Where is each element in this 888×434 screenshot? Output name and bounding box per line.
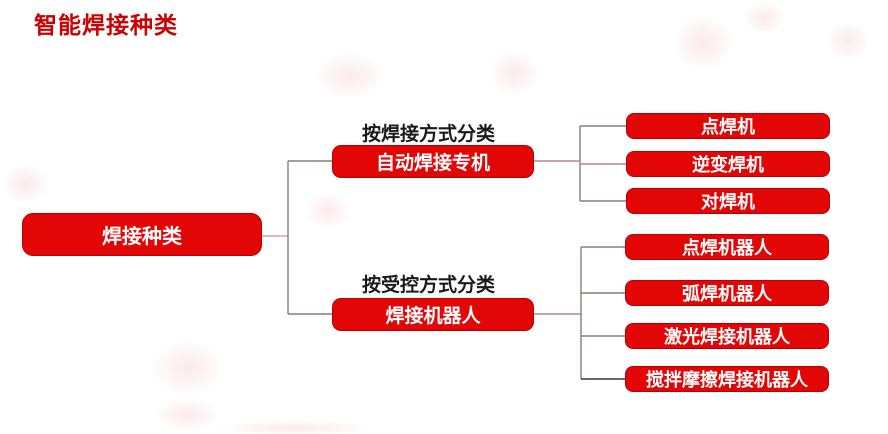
node-inverter-welder: 逆变焊机	[626, 151, 830, 177]
node-friction-stir-welding-robot: 搅拌摩擦焊接机器人	[625, 366, 829, 392]
node-automatic-welding-machine: 自动焊接专机	[332, 145, 534, 178]
node-laser-welding-robot: 激光焊接机器人	[625, 323, 829, 349]
node-butt-welder: 对焊机	[626, 188, 830, 214]
node-spot-welder: 点焊机	[626, 113, 830, 139]
node-welding-robot: 焊接机器人	[332, 298, 534, 331]
category-label-by-welding-method: 按焊接方式分类	[362, 124, 496, 145]
node-spot-welding-robot: 点焊机器人	[625, 234, 829, 260]
node-arc-welding-robot: 弧焊机器人	[625, 280, 829, 306]
category-label-by-control-method: 按受控方式分类	[362, 275, 496, 296]
page-title: 智能焊接种类	[34, 12, 178, 38]
node-welding-types: 焊接种类	[22, 213, 262, 256]
